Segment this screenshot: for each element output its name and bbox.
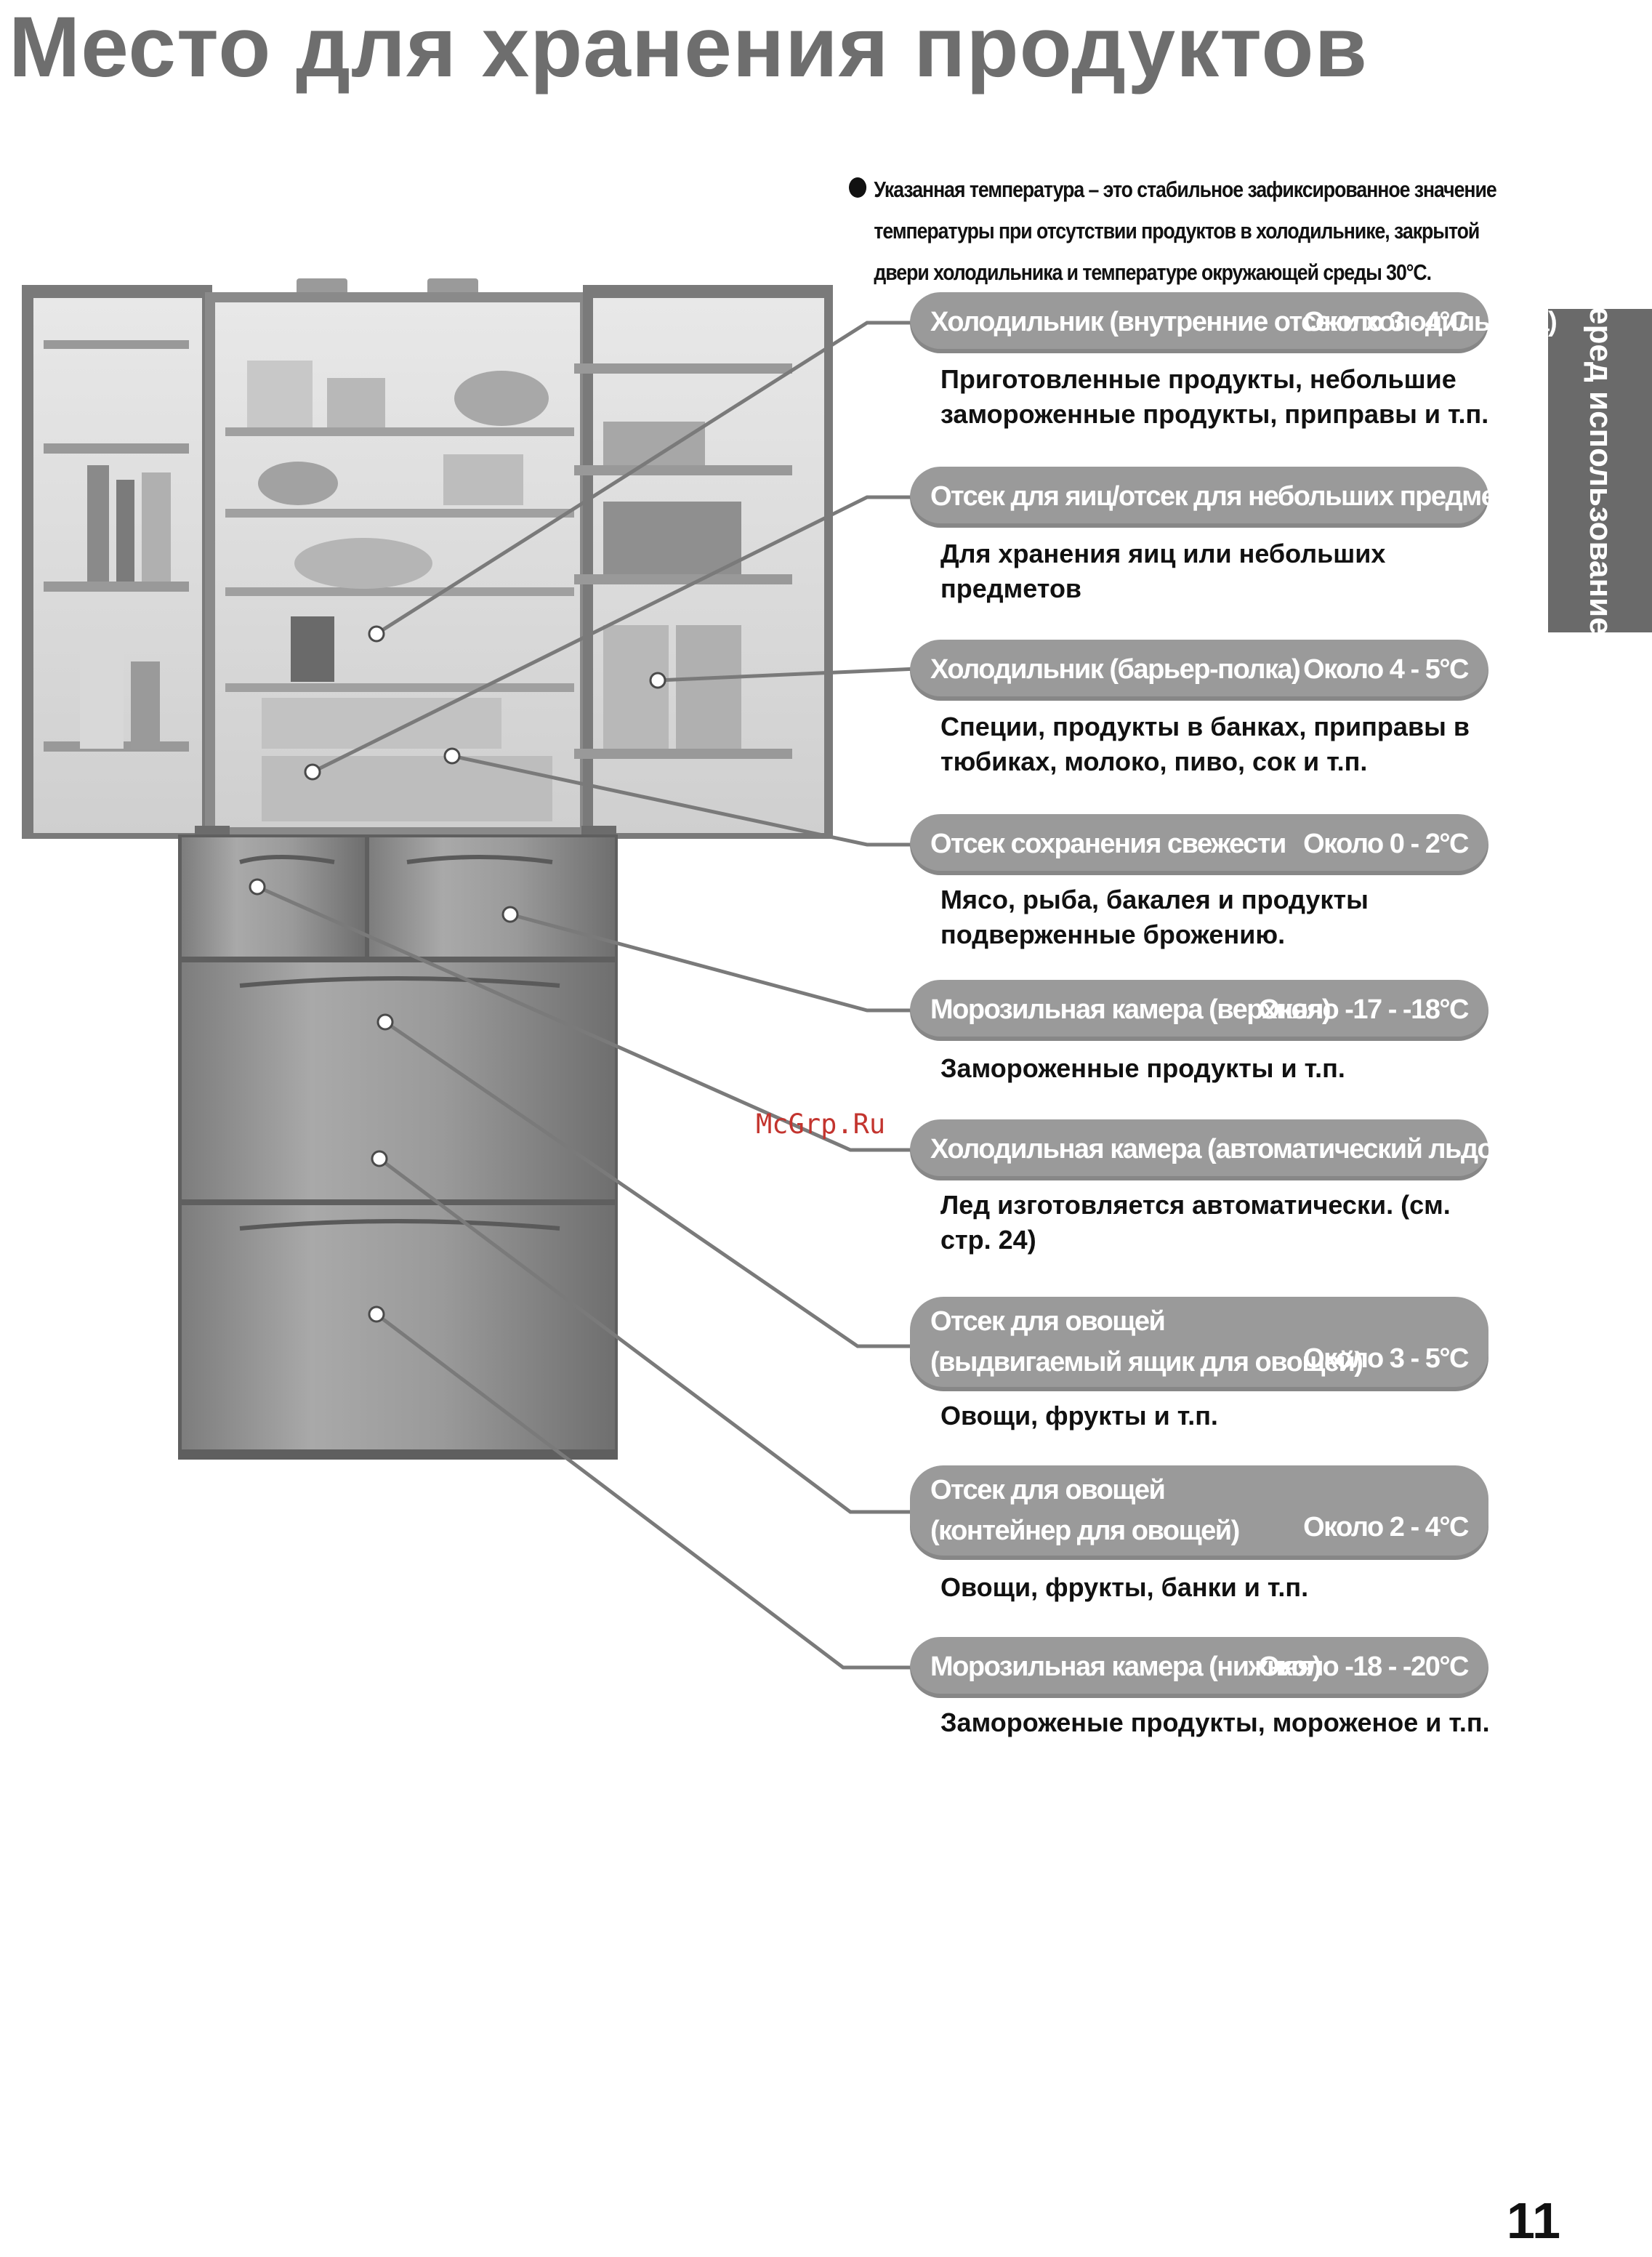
pill-egg-compartment: Отсек для яиц/отсек для небольших предме… — [910, 467, 1540, 528]
temperature-note: Указанная температура – это стабильное з… — [849, 169, 1497, 293]
pill-refrigerator-interior: Холодильник (внутренние отсеки холодильн… — [910, 292, 1558, 353]
pointer-dots — [249, 625, 666, 1323]
pill-door-shelf: Холодильник (барьер-полка) Около 4 - 5°C — [910, 640, 1488, 701]
desc-lower-freezer: Замороженые продукты, мороженое и т.п. — [940, 1707, 1490, 1737]
desc-vegetable-container: Овощи, фрукты, банки и т.п. — [940, 1572, 1309, 1602]
pill-lower-freezer: Морозильная камера (нижняя) Около -18 - … — [910, 1637, 1488, 1698]
desc-freshness-compartment: Мясо, рыба, бакалея и продукты подвержен… — [940, 885, 1369, 949]
pill-name: Отсек для яиц/отсек для небольших предме… — [930, 481, 1540, 512]
desc-upper-freezer: Замороженные продукты и т.п. — [940, 1053, 1345, 1083]
pill-name: Холодильник (внутренние отсеки холодильн… — [930, 307, 1558, 337]
watermark: McGrp.Ru — [756, 1109, 886, 1140]
left-door — [22, 285, 212, 839]
desc-egg-compartment: Для хранения яиц или небольших предметов — [940, 539, 1386, 603]
pill-temp: Около -18 - -20°C — [1258, 1651, 1469, 1682]
pill-temp: Около 0 - 2°C — [1303, 829, 1469, 859]
pill-temp: Около 2 - 4°C — [1303, 1512, 1469, 1542]
pill-name: Холодильник (барьер-полка) — [930, 654, 1301, 685]
page-number: 11 — [1507, 2192, 1560, 2249]
pill-temp: Около 3 - 4°C — [1303, 307, 1469, 337]
pill-ice-maker: Холодильная камера (автоматический льдог… — [910, 1119, 1630, 1180]
pill-name: Отсек сохранения свежести — [930, 829, 1286, 859]
pill-name: Морозильная камера (верхняя) — [930, 994, 1331, 1025]
drawer-lower-freezer — [182, 1205, 615, 1449]
section-side-tab: Перед использованием — [1548, 283, 1652, 658]
desc-door-shelf: Специи, продукты в банках, приправы в тю… — [940, 712, 1470, 776]
pill-freshness-compartment: Отсек сохранения свежести Около 0 - 2°C — [910, 814, 1488, 875]
desc-refrigerator-interior: Приготовленные продукты, небольшие замор… — [940, 364, 1489, 429]
leader-lines — [256, 321, 918, 1670]
desc-vegetable-slide: Овощи, фрукты и т.п. — [940, 1401, 1218, 1431]
pill-vegetable-slide: Отсек для овощей (выдвигаемый ящик для о… — [910, 1297, 1488, 1391]
drawer-vegetable-slide — [182, 962, 615, 1199]
pill-name: Отсек для овощей (выдвигаемый ящик для о… — [930, 1306, 1363, 1377]
pill-temp: Около 3 - 5°C — [1303, 1343, 1469, 1374]
pill-name: Морозильная камера (нижняя) — [930, 1651, 1322, 1682]
pill-temp: Около -17 - -18°C — [1258, 994, 1469, 1025]
main-compartment — [205, 292, 590, 839]
pill-name: Отсек для овощей (контейнер для овощей) — [930, 1475, 1240, 1546]
pill-vegetable-container: Отсек для овощей (контейнер для овощей) … — [910, 1465, 1488, 1560]
pill-temp: Около 4 - 5°C — [1303, 654, 1469, 685]
right-door — [574, 285, 833, 839]
bullet-icon — [849, 177, 867, 198]
pill-name: Холодильная камера (автоматический льдог… — [930, 1134, 1630, 1164]
page-title: Место для хранения продуктов — [9, 0, 1369, 95]
temperature-note-text: Указанная температура – это стабильное з… — [874, 177, 1496, 285]
pill-upper-freezer: Морозильная камера (верхняя) Около -17 -… — [910, 980, 1488, 1041]
desc-ice-maker: Лед изготовляется автоматически. (см. ст… — [940, 1190, 1451, 1255]
drawer-stack — [178, 834, 618, 1460]
